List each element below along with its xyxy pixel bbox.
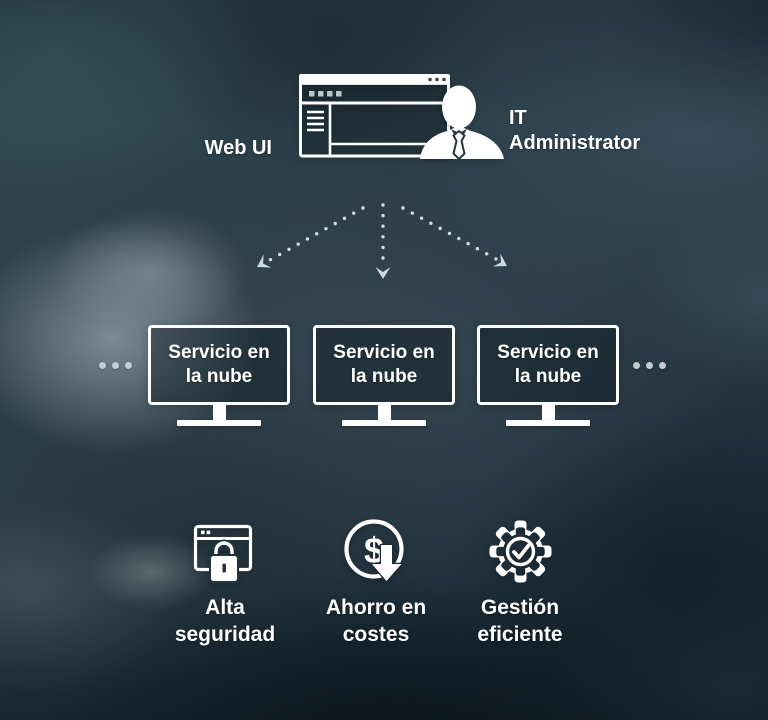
it-administrator-label-line2: Administrator (509, 132, 641, 154)
benefit-label-security: Alta seguridad (140, 594, 310, 648)
benefit-label-line2: eficiente (477, 623, 563, 646)
benefit-label-efficient-management: Gestión eficiente (435, 594, 605, 648)
benefit-label-line2: seguridad (174, 623, 276, 646)
monitor-base (342, 420, 426, 426)
monitor-label-line2: la nube (514, 366, 582, 387)
monitor-label-line1: Servicio en (497, 342, 599, 363)
cloud-service-monitor-1: Servicio en la nube (148, 325, 290, 426)
it-administrator-label: IT Administrator (509, 106, 640, 156)
monitor-screen: Servicio en la nube (313, 325, 455, 405)
left-ellipsis-icon (99, 362, 132, 369)
monitor-screen: Servicio en la nube (148, 325, 290, 405)
benefit-label-line1: Gestión (480, 596, 560, 619)
dollar-down-arrow-icon: $ (344, 519, 404, 583)
monitor-stand (541, 405, 555, 420)
monitor-stand (212, 405, 226, 420)
cloud-service-monitor-3: Servicio en la nube (477, 325, 619, 426)
monitor-stand (377, 405, 391, 420)
it-administrator-label-line1: IT (509, 107, 527, 129)
web-ui-label: Web UI (204, 137, 272, 159)
gear-check-icon (489, 520, 552, 583)
benefit-label-cost-savings: Ahorro en costes (291, 594, 461, 648)
monitor-label-line2: la nube (185, 366, 253, 387)
dollar-symbol: $ (364, 530, 384, 571)
monitor-base (506, 420, 590, 426)
monitor-label-line1: Servicio en (333, 342, 435, 363)
right-ellipsis-icon (633, 362, 666, 369)
browser-lock-icon (193, 524, 253, 583)
monitor-screen: Servicio en la nube (477, 325, 619, 405)
benefit-label-line1: Alta (205, 596, 245, 619)
monitor-base (177, 420, 261, 426)
browser-window-icon (299, 74, 450, 158)
monitor-label-line2: la nube (350, 366, 418, 387)
benefit-label-line1: Ahorro en (325, 596, 427, 619)
it-administrator-person-icon (420, 85, 504, 159)
cloud-service-monitor-2: Servicio en la nube (313, 325, 455, 426)
benefit-label-line2: costes (342, 623, 410, 646)
monitor-label-line1: Servicio en (168, 342, 270, 363)
dotted-fan-arrows-icon (257, 203, 507, 279)
